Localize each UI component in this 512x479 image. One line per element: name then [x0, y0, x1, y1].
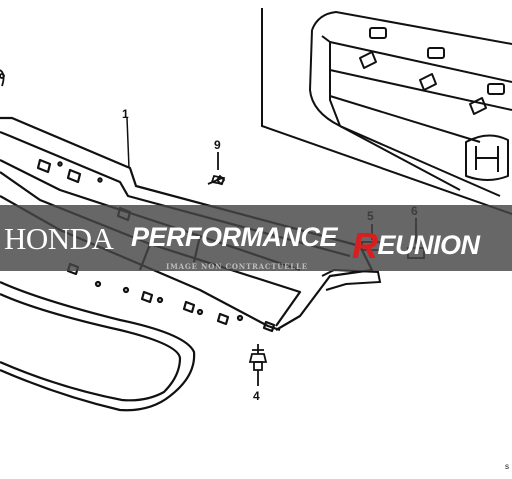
screw-9-icon	[207, 152, 226, 186]
brand-reunion-rest: EUNION	[377, 230, 481, 260]
brand-honda: HONDA	[4, 221, 114, 256]
watermark-banner	[0, 205, 512, 271]
callout-1: 1	[122, 107, 129, 121]
leader-line-1	[126, 117, 130, 169]
left-edge-part	[0, 69, 5, 87]
callout-4: 4	[253, 389, 260, 403]
brand-performance: PERFORMANCE	[131, 222, 338, 252]
brand-reunion: REUNION	[352, 224, 481, 264]
inset-frame	[261, 8, 512, 215]
callout-9: 9	[214, 138, 221, 152]
disclaimer-text: IMAGE NON CONTRACTUELLE	[166, 262, 308, 271]
corner-code: s	[505, 462, 509, 471]
grille-bracket-tab	[321, 268, 382, 291]
bolt-4-icon	[248, 344, 268, 386]
front-grille-inset	[309, 11, 512, 197]
brand-reunion-initial: R	[352, 225, 378, 266]
grille-moulding	[0, 280, 196, 412]
